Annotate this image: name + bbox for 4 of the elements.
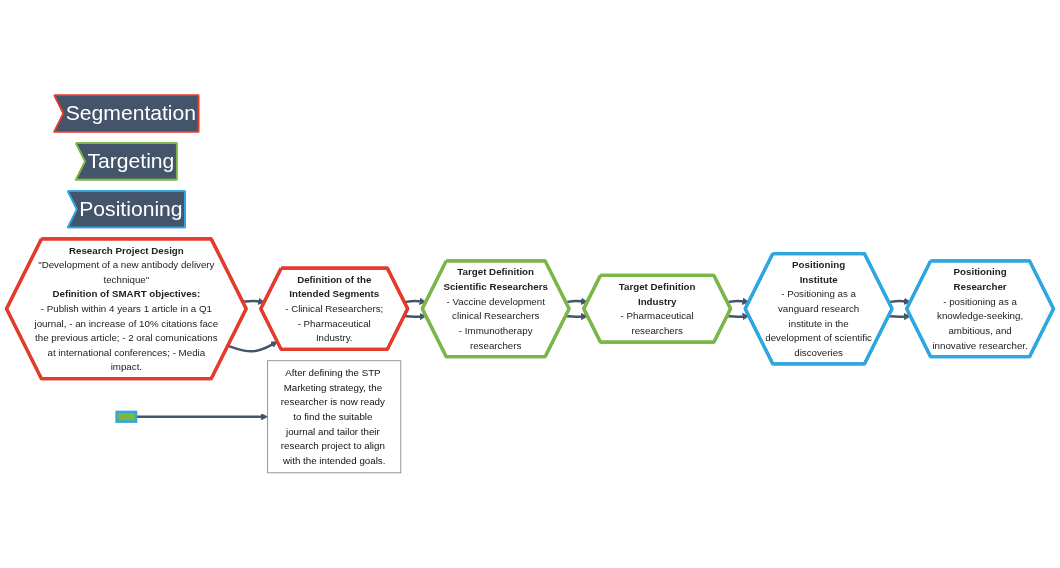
node-box [267,360,402,474]
arrow [136,413,268,421]
arrow [565,313,588,321]
node-bar [115,410,138,423]
